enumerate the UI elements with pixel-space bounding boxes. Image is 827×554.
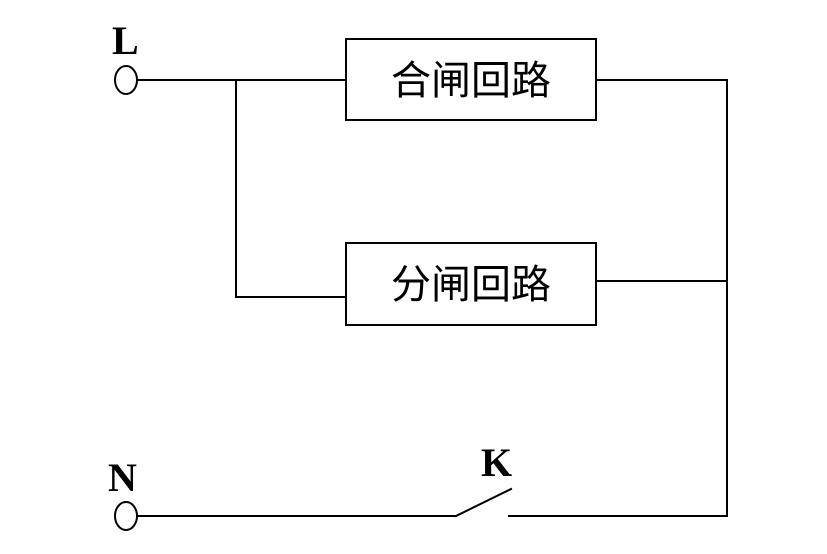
closing-circuit-label: 合闸回路 [391,58,551,104]
live-terminal [114,65,138,95]
closing-circuit-block [345,38,597,121]
switch-k-blade [454,487,513,518]
opening-circuit-block [345,242,597,326]
live-terminal-label: L [112,18,139,63]
opening-circuit-label: 分闸回路 [391,262,551,308]
neutral-terminal-label: N [108,455,137,500]
neutral-terminal [114,501,138,531]
switch-k-label: K [481,440,512,485]
